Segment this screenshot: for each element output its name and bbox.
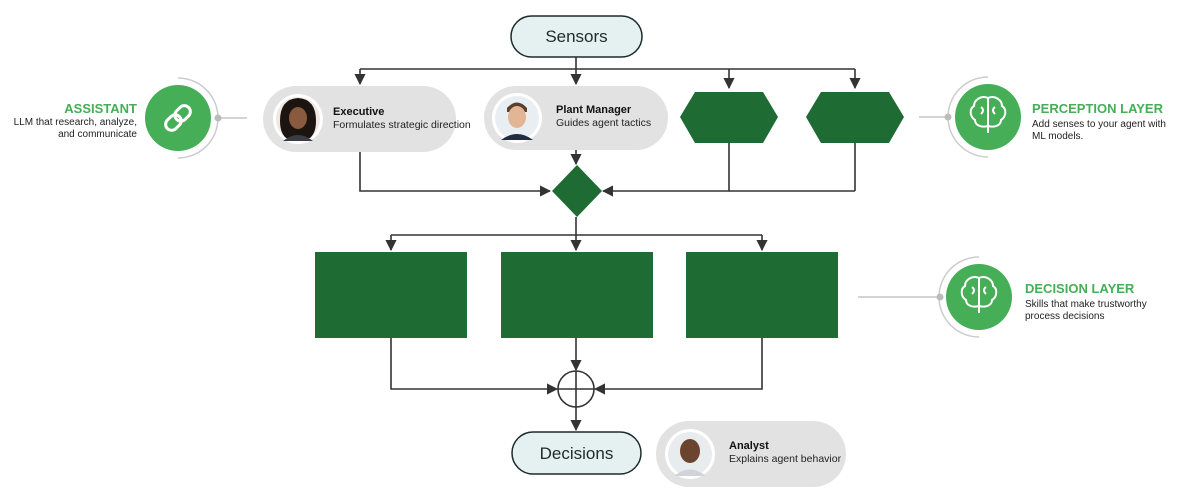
summing-junction xyxy=(557,370,595,408)
executive-subtitle: Formulates strategic direction xyxy=(333,119,471,131)
perception-hexagon-1 xyxy=(680,92,778,143)
perception-title: PERCEPTION LAYER xyxy=(1032,101,1164,116)
plant-manager-pill: Plant Manager Guides agent tactics xyxy=(484,86,668,150)
link-icon xyxy=(164,104,192,132)
sensors-label: Sensors xyxy=(545,27,607,46)
decision-box-2 xyxy=(501,252,653,338)
assistant-annotation: ASSISTANT LLM that research, analyze, an… xyxy=(14,77,222,159)
executive-avatar xyxy=(273,94,323,144)
assistant-desc-line-2: and communicate xyxy=(58,129,137,140)
connector-lines xyxy=(218,57,948,432)
perception-desc-line-2: ML models. xyxy=(1032,131,1083,142)
executive-title: Executive xyxy=(333,106,384,118)
analyst-subtitle: Explains agent behavior xyxy=(729,453,842,465)
decisions-label: Decisions xyxy=(540,444,614,463)
brain-icon xyxy=(960,276,998,313)
decisions-node[interactable]: Decisions xyxy=(511,431,642,475)
decision-layer-desc-line-2: process decisions xyxy=(1025,311,1104,322)
assistant-title: ASSISTANT xyxy=(64,101,137,116)
decision-layer-title: DECISION LAYER xyxy=(1025,281,1135,296)
brain-icon xyxy=(969,96,1007,133)
decision-layer-annotation: DECISION LAYER Skills that make trustwor… xyxy=(936,256,1147,338)
decision-box-1 xyxy=(315,252,467,338)
analyst-pill: Analyst Explains agent behavior xyxy=(656,421,846,487)
perception-hexagon-2 xyxy=(806,92,904,143)
plant-manager-subtitle: Guides agent tactics xyxy=(556,117,651,129)
plant-manager-avatar xyxy=(492,93,542,143)
decision-box-3 xyxy=(686,252,838,338)
perception-desc-line-1: Add senses to your agent with xyxy=(1032,119,1166,130)
decision-layer-desc-line-1: Skills that make trustworthy xyxy=(1025,299,1147,310)
analyst-avatar xyxy=(665,429,715,479)
perception-annotation: PERCEPTION LAYER Add senses to your agen… xyxy=(944,76,1166,158)
analyst-title: Analyst xyxy=(729,440,769,452)
assistant-desc-line-1: LLM that research, analyze, xyxy=(14,117,137,128)
executive-pill: Executive Formulates strategic direction xyxy=(263,86,471,152)
sensors-node[interactable]: Sensors xyxy=(510,15,643,58)
decision-diamond xyxy=(552,165,602,217)
plant-manager-title: Plant Manager xyxy=(556,104,632,116)
